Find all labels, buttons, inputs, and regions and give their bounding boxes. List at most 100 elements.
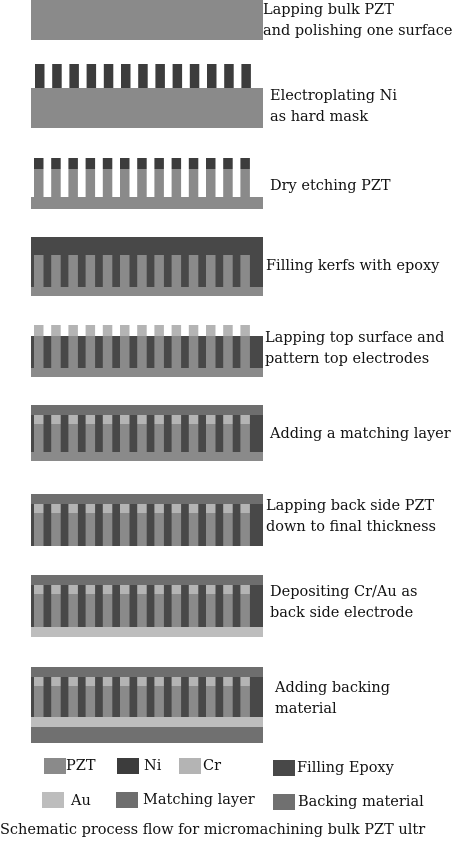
step-9-top-electrode (34, 677, 44, 686)
step-3-pzt-pillar (206, 169, 216, 197)
step-5-pzt-pillar (68, 336, 78, 368)
step-7-top-electrode (34, 504, 44, 513)
step-9-top-electrode (102, 677, 113, 686)
step-3-label: Dry etching PZT (270, 178, 391, 194)
step-5-top-electrode (102, 325, 113, 336)
step-8-top-electrode (240, 585, 250, 594)
step-9-pzt-pillar (51, 686, 61, 717)
step-5-pzt-pillar (171, 336, 182, 368)
step-7-top-electrode (102, 504, 113, 513)
step-5-pzt-pillar (240, 336, 250, 368)
step-3-ni-cap (85, 158, 96, 169)
step-5-top-electrode (154, 325, 164, 336)
step-8-pzt-pillar (171, 594, 182, 627)
step-3-ni-cap (223, 158, 233, 169)
step-8-top-electrode (51, 585, 61, 594)
step-6-pzt-pillar (137, 424, 147, 452)
step-8-pzt-pillar (188, 594, 199, 627)
step-2-label: Electroplating Ni as hard mask (270, 88, 397, 125)
step-3-pzt-pillar (188, 169, 199, 197)
step-3-ni-cap (171, 158, 182, 169)
step-3-pzt-pillar (68, 169, 78, 197)
step-7-top-electrode (188, 504, 199, 513)
step-9-pzt-pillar (137, 686, 147, 717)
step-3-ni-cap (188, 158, 199, 169)
step-3-ni-cap (154, 158, 164, 169)
step-8-au-layer (31, 627, 263, 637)
step-6-pzt-pillar (51, 424, 61, 452)
step-3-pzt-pillar (240, 169, 250, 197)
step-6-top-electrode (137, 415, 147, 424)
step-9-pzt-pillar (171, 686, 182, 717)
step-5-pzt-pillar (120, 336, 130, 368)
step-2-ni-mask (172, 64, 183, 88)
step-6-pzt-pillar (102, 424, 113, 452)
step-6-pzt-pillar (154, 424, 164, 452)
step-7-top-electrode (171, 504, 182, 513)
step-4-pzt-pillar (68, 255, 78, 287)
step-5-top-electrode (137, 325, 147, 336)
legend-swatch-backing (273, 794, 295, 810)
step-8-pzt-pillar (240, 594, 250, 627)
step-6-pzt-pillar (188, 424, 199, 452)
step-7-pzt-pillar (68, 513, 78, 546)
step-2-ni-mask (69, 64, 79, 88)
step-7-label: Lapping back side PZT down to final thic… (266, 498, 436, 535)
step-2-ni-mask (224, 64, 234, 88)
step-5-top-electrode (206, 325, 216, 336)
step-3-ni-cap (240, 158, 250, 169)
step-9-au-layer (31, 717, 263, 727)
step-8-top-electrode (206, 585, 216, 594)
step-9-top-electrode (85, 677, 96, 686)
step-4-pzt-pillar (34, 255, 44, 287)
step-5-top-electrode (85, 325, 96, 336)
step-5-pzt-pillar (154, 336, 164, 368)
step-7-top-electrode (120, 504, 130, 513)
step-5-pzt-pillar (102, 336, 113, 368)
step-3-pzt-pillar (102, 169, 113, 197)
step-6-top-electrode (120, 415, 130, 424)
step-8-top-electrode (223, 585, 233, 594)
step-8-matching-layer (31, 575, 263, 585)
step-8-label: Depositing Cr/Au as back side electrode (270, 584, 418, 621)
step-7-top-electrode (240, 504, 250, 513)
step-4-label: Filling kerfs with epoxy (266, 258, 440, 274)
step-7-pzt-pillar (85, 513, 96, 546)
step-6-top-electrode (188, 415, 199, 424)
step-7-top-electrode (51, 504, 61, 513)
step-5-top-electrode (223, 325, 233, 336)
step-5-top-electrode (188, 325, 199, 336)
step-1-pzt-block (31, 0, 263, 40)
step-3-pzt-pillar (223, 169, 233, 197)
step-7-top-electrode (85, 504, 96, 513)
step-5-top-electrode (171, 325, 182, 336)
step-4-pzt-pillar (154, 255, 164, 287)
step-7-matching-layer (31, 494, 263, 504)
step-7-top-electrode (206, 504, 216, 513)
legend-label-pzt: PZT (66, 758, 96, 774)
step-6-top-electrode (206, 415, 216, 424)
step-8-pzt-pillar (102, 594, 113, 627)
step-5-pzt-pillar (51, 336, 61, 368)
step-9-pzt-pillar (102, 686, 113, 717)
step-6-pzt-pillar (85, 424, 96, 452)
step-2-ni-mask (121, 64, 131, 88)
step-3-ni-cap (120, 158, 130, 169)
step-9-pzt-pillar (240, 686, 250, 717)
legend-label-backing: Backing material (298, 794, 424, 810)
legend-swatch-epoxy (273, 760, 295, 776)
step-6-top-electrode (240, 415, 250, 424)
step-9-top-electrode (51, 677, 61, 686)
step-4-pzt-pillar (102, 255, 113, 287)
step-8-pzt-pillar (51, 594, 61, 627)
step-8-top-electrode (154, 585, 164, 594)
step-8-pzt-pillar (85, 594, 96, 627)
step-2-ni-mask (86, 64, 97, 88)
legend-label-matching: Matching layer (143, 792, 255, 808)
step-6-pzt-pillar (223, 424, 233, 452)
step-3-ni-cap (68, 158, 78, 169)
step-9-backing-layer (31, 727, 263, 743)
step-3-ni-cap (51, 158, 61, 169)
step-9-pzt-pillar (120, 686, 130, 717)
step-2-ni-mask (241, 64, 251, 88)
